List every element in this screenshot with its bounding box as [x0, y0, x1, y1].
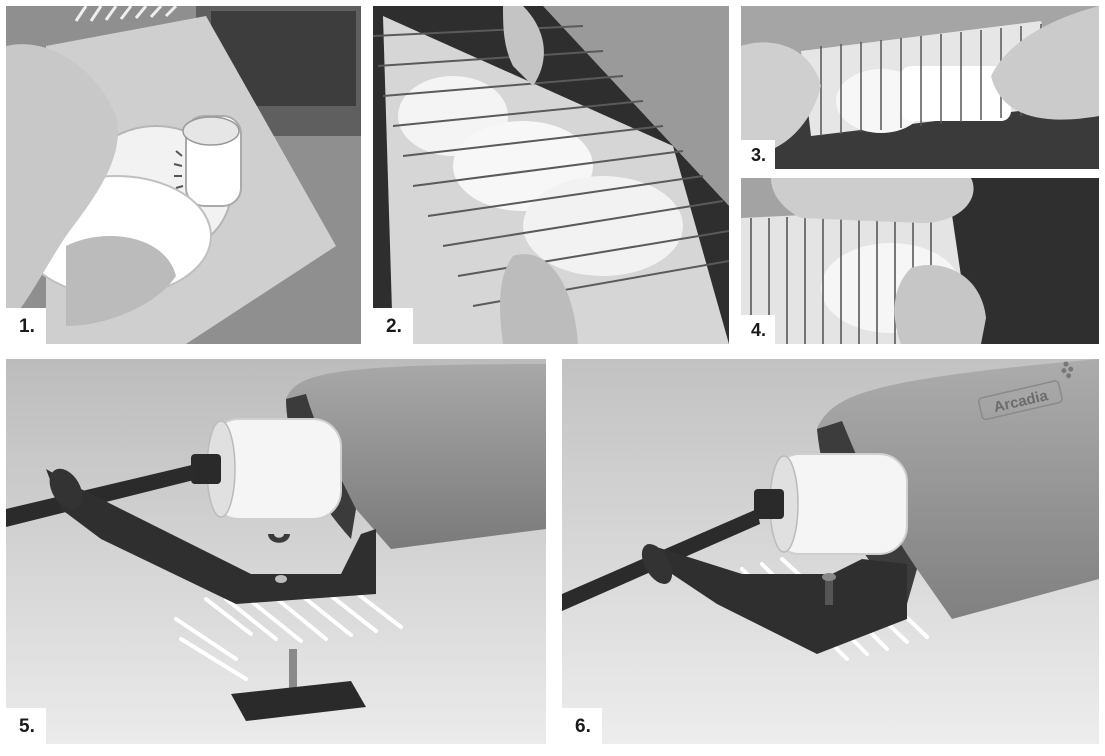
step-4-photo: 4.	[741, 178, 1099, 344]
step-5-illustration	[6, 359, 546, 744]
step-2-photo: 2.	[373, 6, 729, 344]
step-2-illustration	[373, 6, 729, 344]
step-5-label: 5.	[6, 708, 46, 744]
step-4-label: 4.	[741, 315, 776, 344]
step-1-label: 1.	[6, 308, 46, 344]
step-6-render: Arcadia 6.	[562, 359, 1099, 744]
step-3-illustration	[741, 6, 1099, 169]
step-5-render: 5.	[6, 359, 546, 744]
step-3-label: 3.	[741, 140, 776, 169]
step-4-illustration	[741, 178, 1099, 344]
step-1-illustration	[6, 6, 361, 344]
step-1-photo: 1.	[6, 6, 361, 344]
step-3-photo: 3.	[741, 6, 1099, 169]
step-6-label: 6.	[562, 708, 602, 744]
step-6-illustration: Arcadia	[562, 359, 1099, 744]
step-2-label: 2.	[373, 308, 413, 344]
